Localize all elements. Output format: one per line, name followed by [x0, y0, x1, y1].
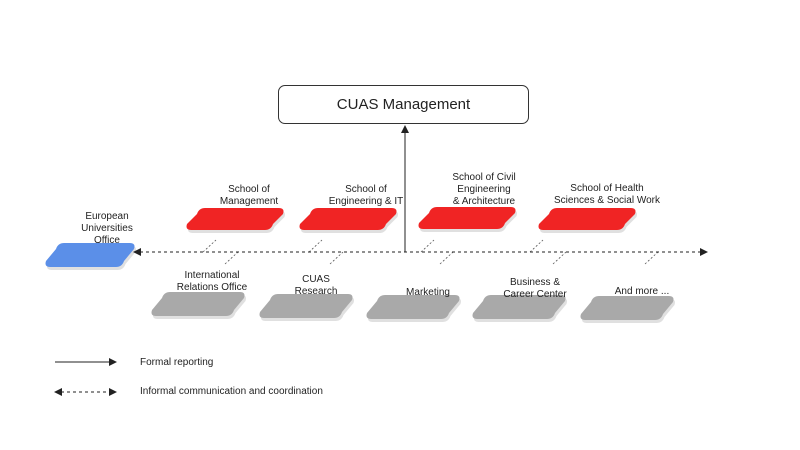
service-card-and-more: [580, 296, 674, 320]
service-card-marketing: [366, 295, 460, 319]
legend-informal-label: Informal communication and coordination: [140, 386, 323, 397]
school-card-management: [186, 208, 284, 230]
service-connector-international-relations: [224, 251, 239, 265]
school-card-health-social: [538, 208, 636, 230]
dashed-connectors: [202, 239, 659, 265]
cuas-management-box: CUAS Management: [278, 85, 529, 124]
school-connector-management: [202, 239, 217, 253]
european-universities-office-card: [45, 243, 135, 267]
cuas-management-label: CUAS Management: [336, 96, 471, 113]
service-label-business-career: Business &Career Center: [503, 277, 567, 300]
legend-formal-label: Formal reporting: [140, 357, 214, 368]
service-label-and-more: And more ...: [614, 286, 670, 297]
school-connector-engineering-it: [308, 239, 323, 253]
service-card-business-career: [472, 295, 566, 319]
school-card-engineering-it: [299, 208, 397, 230]
unit-cards: [45, 207, 674, 320]
school-connector-civil-engineering: [420, 239, 435, 253]
service-connector-and-more: [644, 251, 659, 265]
service-label-marketing: Marketing: [406, 287, 450, 298]
service-connector-business-career: [552, 251, 567, 265]
school-connector-health-social: [529, 239, 544, 253]
service-card-cuas-research: [259, 294, 353, 318]
service-card-international-relations: [151, 292, 245, 316]
school-card-civil-engineering: [418, 207, 516, 229]
service-connector-marketing: [439, 251, 454, 265]
service-connector-cuas-research: [329, 251, 344, 265]
